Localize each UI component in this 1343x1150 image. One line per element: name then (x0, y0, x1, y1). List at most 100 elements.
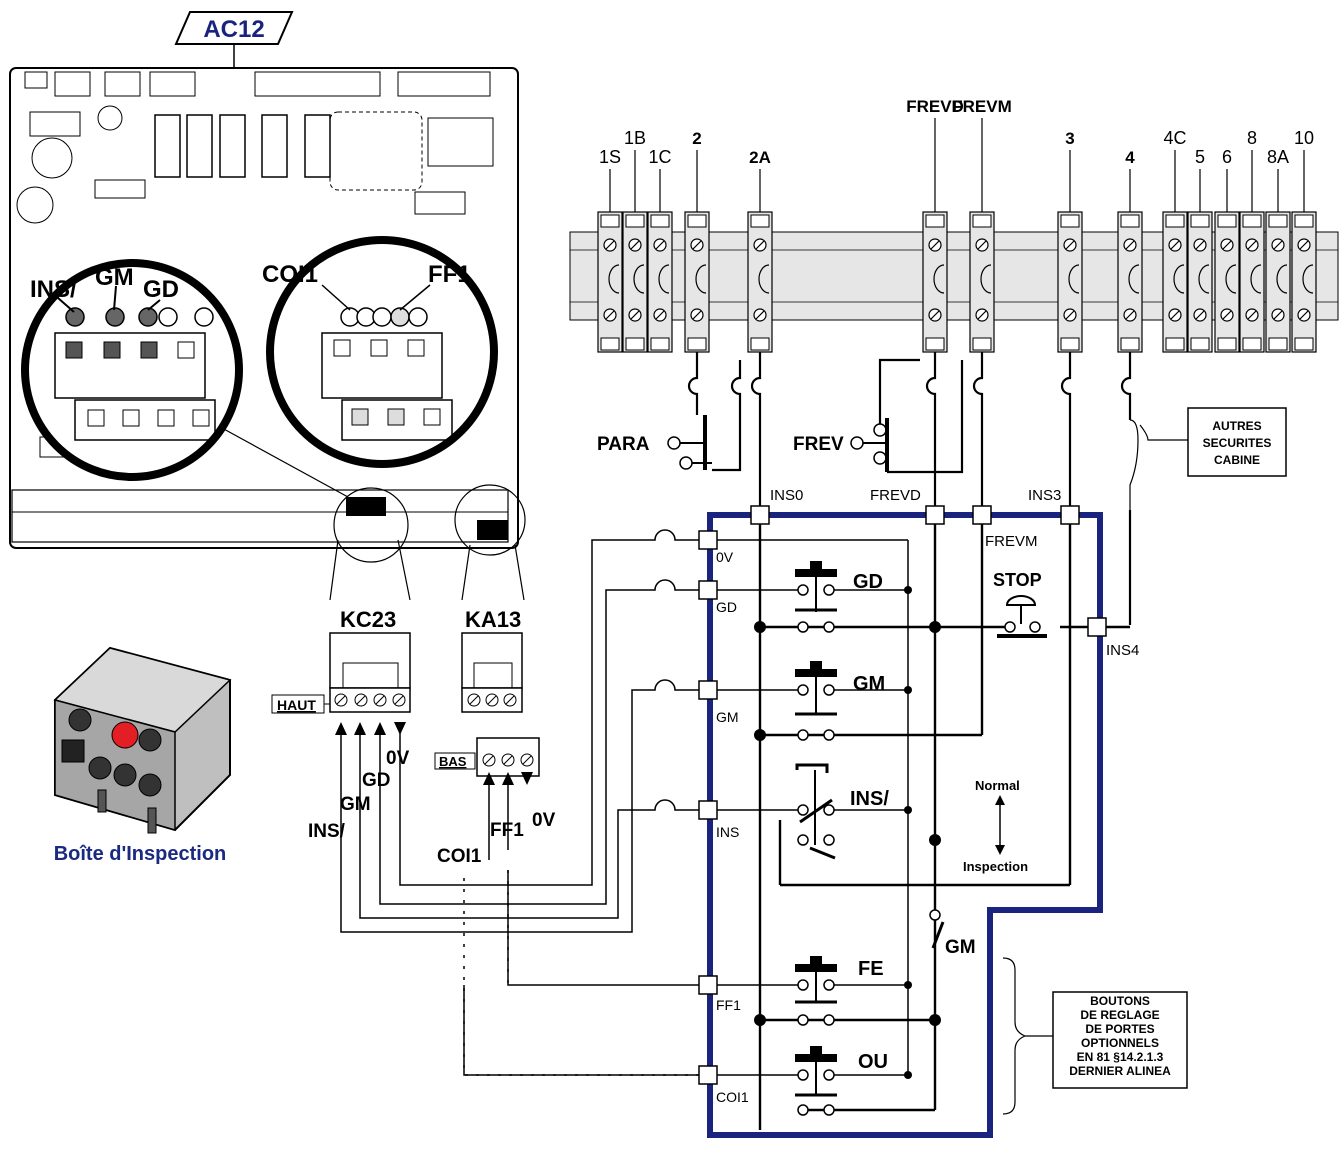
node-ins4: INS4 (1106, 642, 1139, 659)
terminal-label-1c: 1C (648, 147, 671, 167)
terminal-label-4: 4 (1125, 148, 1135, 167)
boutons-line-3: DE PORTES (1085, 1022, 1154, 1036)
inspection-box-image: Boîte d'Inspection (53, 646, 232, 865)
terminal-label-2a: 2A (749, 148, 771, 167)
terminal-label-8a: 8A (1267, 147, 1289, 167)
terminal-8a: 8A (1265, 147, 1291, 353)
node-ins3: INS3 (1028, 487, 1061, 504)
terminal-label-1s: 1S (599, 147, 621, 167)
button-stop-label: STOP (993, 570, 1042, 590)
frev-contact: FREV (793, 418, 889, 472)
terminal-frevd: FREVD (906, 97, 964, 353)
terminal-5: 5 (1187, 147, 1213, 353)
terminal-2: 2 (684, 129, 710, 353)
boutons-line-6: DERNIER ALINEA (1069, 1064, 1171, 1078)
kc23-connector: KC23 HAUT INS/ GM GD 0V (271, 607, 411, 842)
node-frevd: FREVD (870, 487, 921, 504)
kc23-wire-0v: 0V (386, 748, 410, 769)
terminal-4: 4 (1117, 148, 1143, 353)
node-gd: GD (716, 599, 737, 615)
terminal-label-3: 3 (1065, 129, 1074, 148)
autres-line-2: SECURITES (1203, 436, 1272, 450)
node-boxes (698, 505, 1107, 1085)
terminal-1c: 1C (647, 147, 673, 353)
ka13-wire-coi1: COI1 (437, 846, 482, 867)
boutons-line-2: DE REGLAGE (1080, 1008, 1159, 1022)
kc23-wire-ins: INS/ (308, 821, 346, 842)
terminal-label-10: 10 (1294, 128, 1314, 148)
junction-dots (754, 586, 941, 1079)
button-gm: GM (795, 661, 885, 741)
button-gd-label: GD (853, 571, 883, 593)
node-gm: GM (716, 709, 739, 725)
autres-securites-note: AUTRES SECURITES CABINE (1129, 407, 1287, 510)
para-label: PARA (597, 434, 650, 455)
switch-gm: GM (929, 909, 976, 958)
button-gd: GD (795, 561, 883, 633)
zoom-label-gd: GD (143, 276, 179, 303)
autres-line-1: AUTRES (1212, 419, 1261, 433)
ka13-name: KA13 (465, 607, 521, 632)
inspection-panel-frame (707, 512, 1103, 1138)
ka13-connector: KA13 BAS COI1 FF1 0V (434, 607, 556, 867)
terminal-8: 8 (1239, 128, 1265, 353)
terminal-label-2: 2 (692, 129, 701, 148)
node-labels: INS0 FREVD FREVM INS3 0V GD GM INS FF1 C… (716, 487, 1139, 1105)
terminal-label-4c: 4C (1163, 128, 1186, 148)
autres-line-3: CABINE (1214, 453, 1260, 467)
connector-wiring (340, 529, 700, 1076)
para-contact: PARA (597, 415, 712, 470)
terminal-label-1b: 1B (624, 128, 646, 148)
ka13-side: BAS (439, 754, 467, 769)
boutons-line-1: BOUTONS (1090, 994, 1150, 1008)
kc23-wire-gd: GD (362, 770, 391, 791)
terminal-10: 10 (1291, 128, 1317, 353)
terminal-wiring (687, 352, 1132, 625)
wire-arrows (335, 722, 533, 785)
node-ins: INS (716, 824, 739, 840)
terminal-label-8: 8 (1247, 128, 1257, 148)
switch-gm-label: GM (945, 937, 976, 958)
node-ins0: INS0 (770, 487, 803, 504)
frev-label: FREV (793, 434, 844, 455)
boutons-line-5: EN 81 §14.2.1.3 (1077, 1050, 1164, 1064)
button-gm-label: GM (853, 673, 885, 695)
zoom-label-coi1: COI1 (262, 261, 318, 288)
mode-normal: Normal (975, 778, 1020, 793)
terminal-1b: 1B (622, 128, 648, 353)
board-title: AC12 (203, 16, 264, 43)
node-ff1: FF1 (716, 997, 741, 1013)
switch-ins-label: INS/ (850, 788, 889, 810)
ac12-board: AC12 (9, 11, 526, 601)
kc23-name: KC23 (340, 607, 396, 632)
terminal-4c: 4C (1162, 128, 1188, 353)
ka13-wire-ff1: FF1 (490, 820, 524, 841)
terminal-label-5: 5 (1195, 147, 1205, 167)
terminal-label-frevm: FREVM (952, 97, 1012, 116)
node-frevm: FREVM (985, 533, 1038, 550)
ka13-wire-0v: 0V (532, 810, 556, 831)
node-0v: 0V (716, 549, 734, 565)
zoom-label-ff1: FF1 (428, 261, 471, 288)
terminal-frevm: FREVM (952, 97, 1012, 353)
panel-wiring (758, 515, 1130, 1130)
boutons-line-4: OPTIONNELS (1081, 1036, 1159, 1050)
zoom-label-gm: GM (95, 264, 134, 291)
inspection-box-caption: Boîte d'Inspection (54, 843, 227, 865)
button-ou: OU (795, 1046, 888, 1116)
terminal-2a: 2A (747, 148, 773, 353)
terminal-label-6: 6 (1222, 147, 1232, 167)
kc23-wire-gm: GM (340, 794, 371, 815)
button-ou-label: OU (858, 1051, 888, 1073)
switch-ins: INS/ (795, 763, 889, 860)
button-stop: STOP (993, 570, 1047, 638)
button-fe: FE (795, 956, 884, 1026)
terminal-6: 6 (1214, 147, 1240, 353)
mode-inspection: Inspection (963, 859, 1028, 874)
boutons-note: BOUTONS DE REGLAGE DE PORTES OPTIONNELS … (1002, 957, 1188, 1115)
zoom-label-ins: INS/ (30, 276, 77, 303)
mode-indicator: Normal Inspection (963, 778, 1028, 874)
node-coi1: COI1 (716, 1089, 749, 1105)
